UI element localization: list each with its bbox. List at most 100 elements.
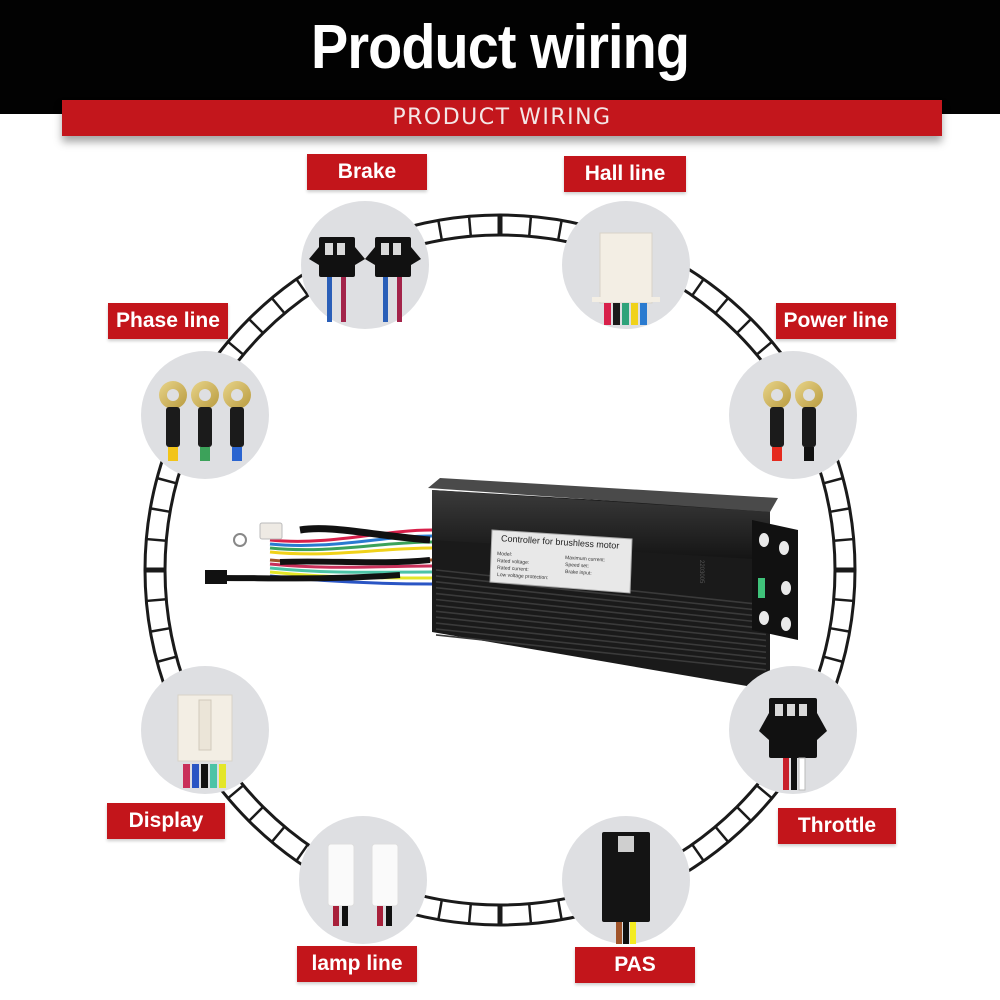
wire <box>386 906 392 926</box>
wire <box>383 277 388 322</box>
ring-rung <box>714 297 730 315</box>
cable-sleeve <box>214 572 401 582</box>
lamp-photo-circle <box>299 816 427 944</box>
ring-rung <box>156 476 177 485</box>
plug-window <box>618 836 634 852</box>
ring-rung <box>437 220 444 241</box>
ring-rung <box>146 537 167 543</box>
ring-rung <box>527 903 533 924</box>
wire <box>616 922 622 944</box>
terminal-hole <box>803 389 815 401</box>
wire <box>219 764 226 788</box>
plug-body <box>327 843 355 907</box>
heatsink-fin <box>435 604 767 642</box>
cable-sleeve <box>279 557 431 566</box>
phase-label: Phase line <box>108 303 228 339</box>
plug-latch <box>355 247 365 265</box>
terminal-hole <box>199 389 211 401</box>
plug-pin <box>799 704 807 716</box>
plug-body <box>371 843 399 907</box>
ring-rung <box>437 899 444 920</box>
heat-shrink <box>230 407 244 447</box>
phase-terminals-icon <box>141 351 269 479</box>
bracket-hole <box>779 541 789 555</box>
controller-label-field: Low voltage protection: <box>497 572 549 581</box>
ring-rung <box>714 825 730 843</box>
ring-rung <box>556 220 563 241</box>
terminal-hole <box>231 389 243 401</box>
status-indicator <box>758 578 765 598</box>
heat-shrink <box>198 407 212 447</box>
ring-rung <box>150 626 171 633</box>
heatsink-fin <box>435 586 767 624</box>
wire <box>192 764 199 788</box>
ring-rung <box>755 340 773 356</box>
ring-rung <box>248 318 265 335</box>
ring-rung <box>691 278 705 297</box>
ring-rung <box>467 903 473 924</box>
header-banner: Product wiring <box>0 0 1000 114</box>
cable-wire <box>269 528 433 543</box>
ring-rung <box>227 340 245 356</box>
plug-latch <box>817 713 827 740</box>
wire <box>397 277 402 322</box>
cable-ring-terminal <box>233 533 247 547</box>
brake-label: Brake <box>307 154 427 190</box>
bracket-hole <box>781 617 791 631</box>
cable-wire <box>269 552 433 560</box>
plug-pin <box>787 704 795 716</box>
controller-top-edge <box>428 478 778 512</box>
subtitle-bar: PRODUCT WIRING <box>62 100 942 136</box>
bracket-hole <box>759 611 769 625</box>
ring-rung <box>755 784 773 800</box>
cable-wire <box>269 546 433 556</box>
heatsink-fin <box>435 592 767 630</box>
heat-shrink <box>802 407 816 447</box>
power-terminals-icon <box>729 351 857 479</box>
heatsink-fin <box>435 628 767 665</box>
cable-wire <box>269 562 433 569</box>
cable-sleeve <box>299 525 431 544</box>
wire <box>200 447 210 461</box>
ring-rung <box>823 476 844 485</box>
bracket-hole <box>759 533 769 547</box>
cable-wire <box>269 540 433 552</box>
cable-plug <box>205 570 227 584</box>
plug-body <box>599 232 653 304</box>
wire <box>640 303 647 325</box>
hall-label: Hall line <box>564 156 686 192</box>
controller-label-field: Brake input: <box>565 569 592 577</box>
ring-rung <box>556 899 563 920</box>
ring-rung <box>270 297 286 315</box>
ring-rung <box>527 216 533 237</box>
ring-rung <box>833 597 854 603</box>
pas-label: PAS <box>575 947 695 983</box>
wire <box>798 757 806 791</box>
wire <box>341 277 346 322</box>
controller-label-plate <box>489 529 633 594</box>
heatsink-fin <box>435 616 767 653</box>
page-title: Product wiring <box>311 13 690 82</box>
bracket-hole <box>781 581 791 595</box>
terminal-hole <box>771 389 783 401</box>
ring-rung <box>467 216 473 237</box>
plug-latch <box>411 247 421 265</box>
page-subtitle: PRODUCT WIRING <box>392 105 612 130</box>
wire <box>783 758 789 790</box>
wire <box>342 906 348 926</box>
controller-label-field: Speed set: <box>565 562 589 569</box>
controller-side-code: 2203005 <box>698 560 704 584</box>
ring-rung <box>227 784 245 800</box>
plug-pin <box>337 243 345 255</box>
wire <box>201 764 208 788</box>
wire <box>791 758 797 790</box>
heat-shrink <box>770 407 784 447</box>
cable-wire <box>269 566 433 574</box>
ring-rung <box>829 626 850 633</box>
wire <box>232 447 242 461</box>
ring-rung <box>829 507 850 514</box>
ring-rung <box>150 507 171 514</box>
lamp-label: lamp line <box>297 946 417 982</box>
ring-rung <box>735 318 752 335</box>
